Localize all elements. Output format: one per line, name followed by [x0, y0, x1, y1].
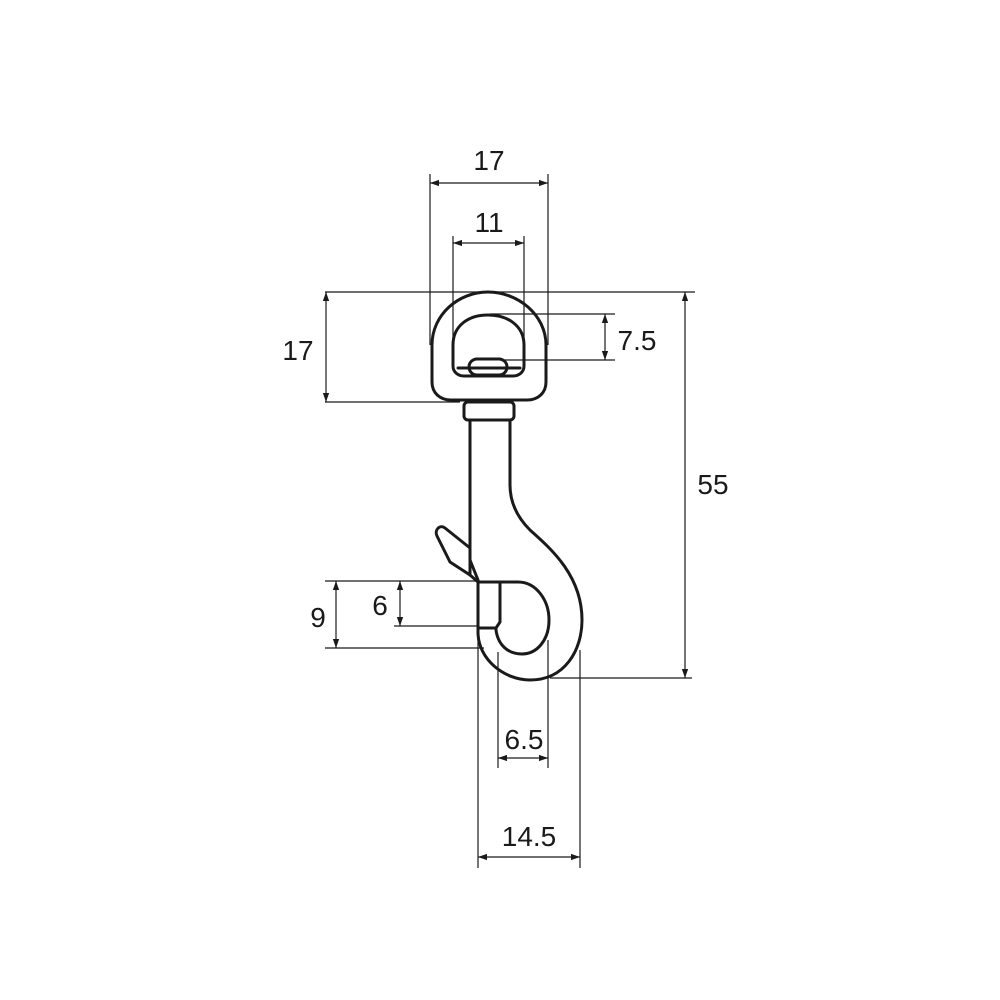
- label-eye-outer-width: 17: [473, 145, 504, 176]
- gate-thumb-lever: [434, 525, 472, 577]
- label-hook-inner-width: 6.5: [505, 724, 544, 755]
- dimension-lines: [322, 179, 689, 861]
- snap-hook-outline: [430, 290, 584, 682]
- label-gate-outer: 9: [310, 602, 326, 633]
- label-eye-inner-height: 7.5: [618, 325, 657, 356]
- hook-opening: [494, 580, 551, 656]
- label-overall-length: 55: [697, 469, 728, 500]
- label-eye-height: 17: [282, 335, 313, 366]
- label-eye-inner-width: 11: [474, 207, 503, 238]
- label-hook-outer-width: 14.5: [502, 821, 557, 852]
- dimension-labels: 17 11 17 7.5 55 9 6 6.5 14.5: [282, 145, 728, 852]
- extension-lines: [325, 174, 695, 868]
- spring-gate: [476, 580, 502, 630]
- label-gate-inner: 6: [372, 590, 388, 621]
- swivel-collar: [462, 400, 516, 422]
